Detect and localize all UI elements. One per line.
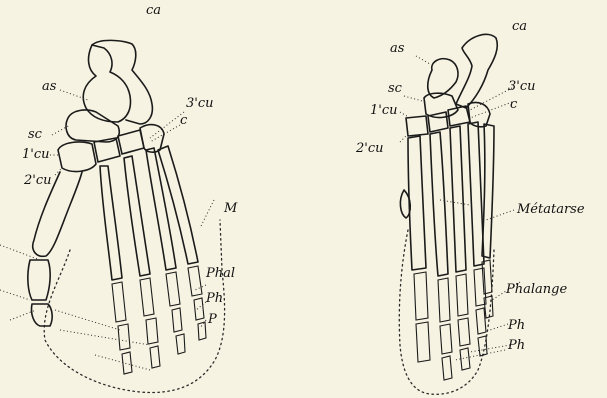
right-metatarsal-3 [450, 126, 466, 272]
right-metatarsal-4 [468, 122, 484, 266]
right-calcaneus [456, 34, 497, 108]
right-label-cuneiform-1: 1'cu [370, 104, 398, 117]
left-label-phalanx-1: Phal [206, 267, 235, 280]
left-metatarsal-3 [124, 156, 150, 276]
left-label-cuneiform-3: 3'cu [186, 97, 214, 110]
left-phalanx-1a [28, 260, 50, 300]
right-phalanges-3 [456, 274, 470, 370]
right-label-scaphoid: sc [388, 82, 402, 95]
right-label-cuneiform-3: 3'cu [508, 80, 536, 93]
left-metatarsal-2 [100, 166, 122, 280]
right-metatarsal-2 [430, 132, 448, 276]
right-cuneiform-2 [428, 112, 448, 132]
left-cuneiform-3 [118, 130, 144, 154]
right-phalanges-1 [414, 272, 430, 362]
left-foot-skeleton [0, 40, 225, 392]
right-label-metatarsal: Métatarse [517, 203, 585, 216]
right-label-phalange: Phalange [506, 283, 567, 296]
left-phalanx-1b [31, 304, 52, 326]
right-phalanges-2 [438, 278, 452, 380]
left-label-phalanx-2: Ph [206, 292, 223, 305]
left-phalanges-2 [112, 282, 132, 374]
left-phalanges-3 [140, 278, 160, 368]
left-label-metatarsal: M [224, 202, 237, 215]
left-label-phalanx-3: P [208, 313, 217, 326]
left-label-cuboid: c [180, 114, 187, 127]
left-label-calcaneus: ca [146, 4, 161, 17]
left-label-cuneiform-2: 2'cu [24, 174, 52, 187]
left-metatarsal-4 [146, 148, 176, 270]
right-leader-lines [400, 56, 520, 360]
right-astragalus [428, 59, 458, 98]
right-label-astragalus: as [390, 42, 404, 55]
right-label-calcaneus: ca [512, 20, 527, 33]
left-phalanges-5 [188, 266, 206, 340]
right-label-phalanx-a: Ph [508, 319, 525, 332]
left-label-scaphoid: sc [28, 128, 42, 141]
left-phalanges-4 [166, 272, 185, 354]
left-label-cuneiform-1: 1'cu [22, 148, 50, 161]
right-metatarsal-5 [482, 124, 494, 258]
right-label-cuboid: c [510, 98, 517, 111]
right-foot-skeleton [399, 34, 520, 394]
right-label-phalanx-b: Ph [508, 339, 525, 352]
left-metatarsal-5 [158, 146, 198, 264]
left-label-astragalus: as [42, 80, 56, 93]
right-cuneiform-1 [406, 116, 428, 136]
right-label-cuneiform-2: 2'cu [356, 142, 384, 155]
left-cuneiform-1 [58, 142, 96, 171]
left-soft-tissue-outline [44, 220, 224, 393]
left-calcaneus [92, 40, 152, 124]
